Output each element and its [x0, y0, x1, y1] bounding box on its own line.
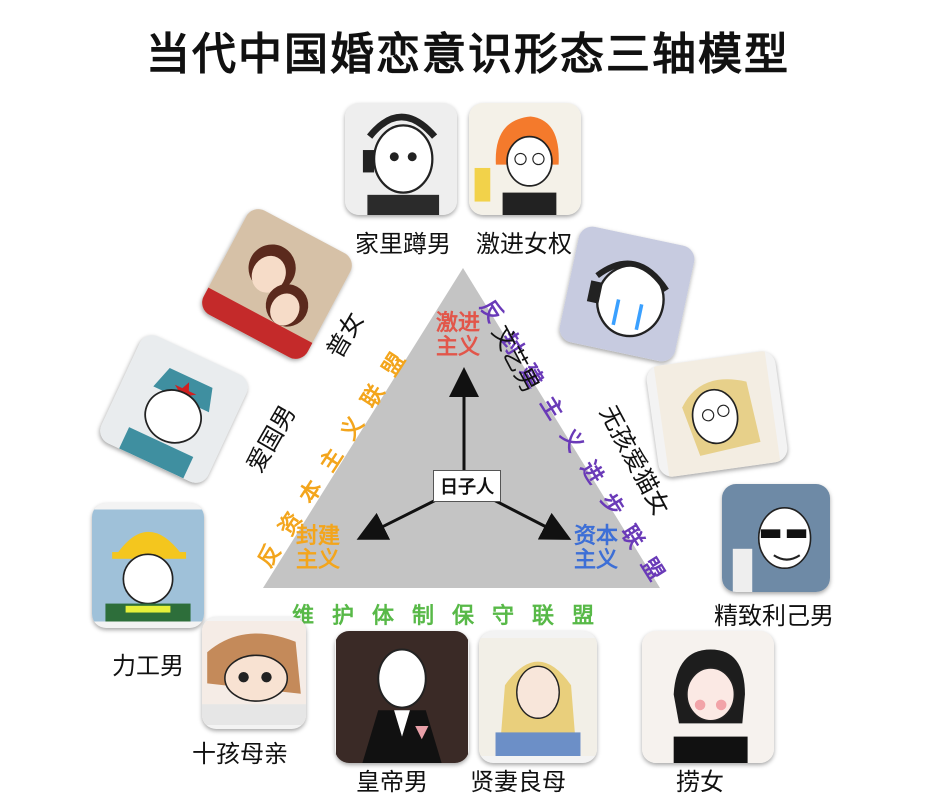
meme-portrait-icon	[653, 350, 781, 478]
triangle-shape	[263, 268, 660, 588]
label-huangdinan: 皇帝男	[356, 768, 428, 796]
arrow-to-capital	[485, 494, 572, 540]
meme-portrait-icon	[345, 103, 457, 215]
pole-top-label: 激进 主义	[436, 311, 481, 360]
portrait-jingzhiliji	[722, 484, 830, 592]
portrait-laonv	[642, 631, 774, 763]
label-shihaimuqin: 十孩母亲	[192, 740, 288, 768]
portrait-jijinnvquan	[469, 103, 581, 215]
portrait-puhnv	[197, 204, 357, 364]
portrait-shihaimuqin	[202, 617, 306, 729]
meme-portrait-icon	[722, 484, 830, 592]
bottom-alliance-label: 维护体制保守联盟	[292, 604, 613, 629]
portrait-wenyinan	[557, 224, 697, 364]
label-laonv: 捞女	[676, 768, 724, 796]
center-label: 日子人	[433, 470, 501, 502]
pole-right-label: 资本 主义	[574, 524, 619, 573]
pole-left-label: 封建 主义	[296, 524, 341, 573]
portrait-jialidunnan	[345, 103, 457, 215]
meme-portrait-icon	[202, 621, 306, 725]
meme-portrait-icon	[95, 330, 253, 488]
portrait-ligongnan	[92, 503, 204, 628]
label-jijinnvquan: 激进女权	[476, 230, 572, 258]
meme-portrait-icon	[197, 204, 357, 364]
meme-portrait-icon	[336, 631, 468, 763]
portrait-aiguonan	[95, 330, 253, 488]
portrait-huangdinan	[335, 631, 469, 763]
portrait-wuhaiaimaonv	[644, 349, 790, 479]
portrait-xianqiliangmu	[479, 631, 597, 763]
label-jingzhiliji: 精致利己男	[714, 602, 834, 630]
page-title: 当代中国婚恋意识形态三轴模型	[146, 29, 790, 80]
label-ligongnan: 力工男	[112, 652, 184, 680]
label-jialidunnan: 家里蹲男	[355, 230, 451, 258]
arrow-to-feudal	[356, 494, 445, 540]
meme-portrait-icon	[469, 103, 581, 215]
meme-portrait-icon	[479, 638, 597, 756]
meme-portrait-icon	[557, 224, 697, 364]
meme-portrait-icon	[92, 509, 204, 622]
label-xianqiliangmu: 贤妻良母	[470, 768, 566, 796]
meme-portrait-icon	[642, 631, 774, 763]
